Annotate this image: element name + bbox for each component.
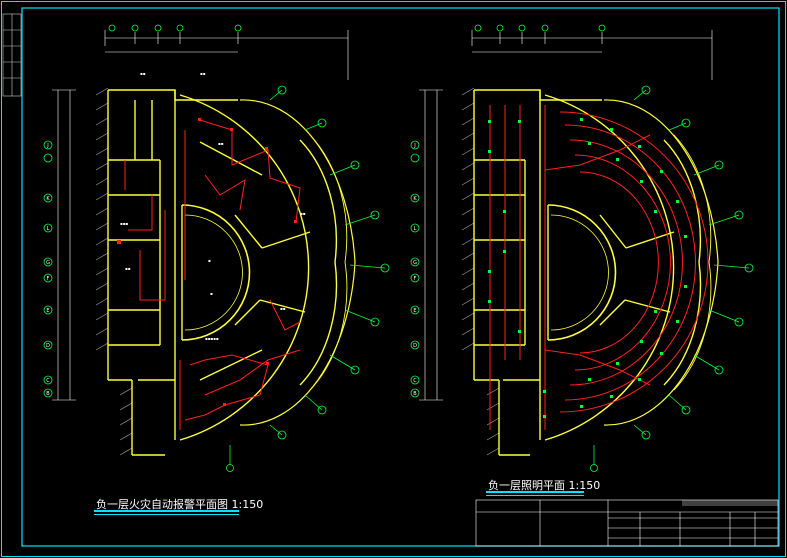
right-drawing-title: 负一层照明平面 1:150	[488, 479, 601, 492]
axis-label-left-3: G	[46, 260, 50, 266]
fire-alarm-wiring	[124, 119, 301, 430]
left-axis-bubbles	[43, 140, 53, 398]
axis-label-right-5: E	[413, 308, 416, 314]
fire-detectors	[117, 118, 297, 406]
axis-label-left-5: E	[46, 308, 49, 314]
axis-label-right-4: F	[414, 276, 417, 282]
building-walls-right	[473, 89, 719, 456]
left-title-underline-thin	[94, 514, 239, 515]
svg-text:▪: ▪	[210, 291, 213, 296]
lighting-circuits	[489, 105, 709, 430]
axis-label-right-3: G	[413, 260, 417, 266]
svg-text:▪▪: ▪▪	[140, 71, 146, 76]
title-block	[475, 499, 779, 547]
lighting-fixtures	[488, 118, 687, 418]
lighting-plan	[410, 24, 754, 472]
room-label-marks: ▪▪▪▪ ▪▪ ▪▪▪▪▪ ▪▪▪▪▪▪▪ ▪▪▪▪	[120, 71, 306, 341]
axis-label-left-4: F	[47, 276, 50, 282]
sheet-inner-border	[21, 7, 780, 547]
right-title-underline	[486, 491, 584, 493]
axis-label-right-7: C	[413, 378, 417, 384]
left-title-underline	[94, 510, 239, 512]
svg-text:▪▪: ▪▪	[218, 141, 224, 146]
top-axis-bubbles-right	[474, 24, 606, 32]
svg-text:▪▪▪: ▪▪▪	[120, 221, 128, 226]
axis-label-left-1: K	[46, 196, 50, 202]
axis-label-left-8: B	[46, 391, 50, 397]
axis-label-left-2: L	[47, 226, 50, 232]
left-axis-bubbles-right	[410, 140, 420, 398]
axis-label-left-6: D	[46, 343, 50, 349]
binding-strip	[2, 13, 22, 97]
axis-label-left-7: C	[46, 378, 50, 384]
axis-label-left-0: J	[46, 143, 48, 149]
left-dimension-lines	[52, 89, 76, 401]
svg-text:▪▪: ▪▪	[125, 266, 131, 271]
axis-label-right-6: D	[413, 343, 417, 349]
svg-text:▪▪▪▪▪: ▪▪▪▪▪	[205, 336, 219, 341]
hatched-wall	[95, 87, 133, 456]
hatched-wall-right	[461, 87, 500, 456]
svg-text:▪▪: ▪▪	[200, 71, 206, 76]
svg-text:▪: ▪	[208, 258, 211, 263]
building-walls	[107, 89, 356, 456]
axis-label-right-1: K	[413, 196, 417, 202]
top-dimension-lines-right	[471, 30, 713, 80]
axis-label-right-0: J	[413, 143, 415, 149]
top-axis-bubbles	[108, 24, 242, 32]
right-title-underline-thin	[486, 495, 584, 496]
radial-axis-bubbles-right	[590, 85, 754, 472]
svg-text:▪▪: ▪▪	[300, 211, 306, 216]
fire-alarm-plan: ▪▪▪▪ ▪▪ ▪▪▪▪▪ ▪▪▪▪▪▪▪ ▪▪▪▪	[43, 24, 390, 472]
left-drawing-title: 负一层火灾自动报警平面图 1:150	[96, 498, 264, 511]
top-dimension-lines	[104, 30, 349, 80]
svg-text:▪▪: ▪▪	[280, 306, 286, 311]
left-dimension-lines-right	[419, 89, 443, 401]
axis-label-right-2: L	[414, 226, 417, 232]
radial-axis-bubbles	[226, 85, 390, 472]
axis-label-right-8: B	[413, 391, 417, 397]
